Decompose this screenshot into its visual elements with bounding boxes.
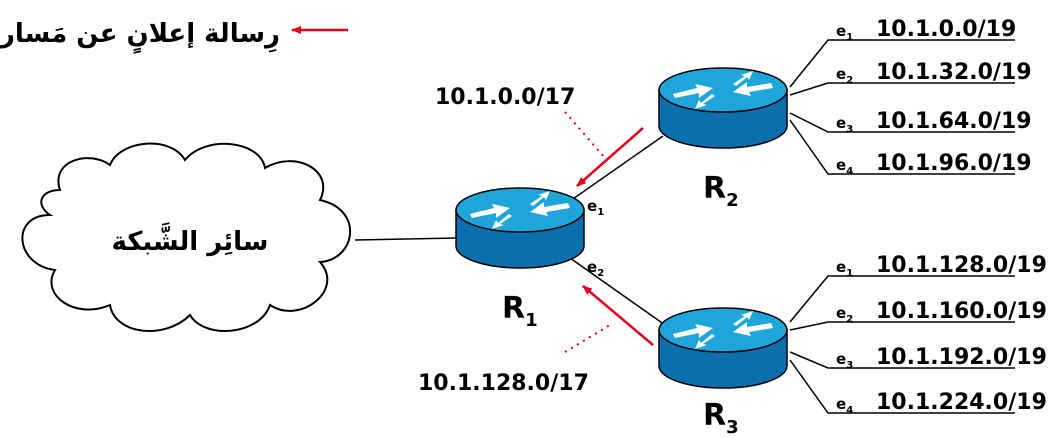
r3-network-lines (789, 275, 1015, 414)
advert-label-r3: 10.1.128.0/17 (418, 371, 589, 396)
r1-interface-e2: e2 (587, 258, 604, 279)
advert-label-r2: 10.1.0.0/17 (435, 85, 575, 110)
advert-arrow-r2 (576, 127, 644, 187)
r3-networks: e1 10.1.128.0/19 e2 10.1.160.0/19 e3 10.… (836, 253, 1047, 416)
router-r3-icon (658, 307, 788, 389)
link-r1-r3 (569, 257, 666, 326)
router-r3-label: R3 (703, 398, 739, 438)
legend-label: رِسالة إعلانٍ عن مَسار (0, 19, 280, 55)
advert-leader-r3 (564, 324, 611, 353)
advert-arrow-r3 (582, 285, 654, 346)
r2-net-prefix: 10.1.64.0/19 (876, 109, 1032, 134)
r3-net-prefix: 10.1.192.0/19 (876, 345, 1047, 370)
r2-net-prefix: 10.1.0.0/19 (876, 17, 1016, 42)
r2-net-prefix: 10.1.96.0/19 (876, 151, 1032, 176)
r2-network-lines (789, 39, 1015, 175)
network-cloud (21, 142, 351, 332)
r3-net-iface: e1 (836, 258, 853, 279)
link-r1-r2 (559, 135, 664, 209)
r2-net-prefix: 10.1.32.0/19 (876, 60, 1032, 85)
r2-net-iface: e1 (836, 22, 853, 43)
r3-net-iface: e4 (836, 395, 853, 416)
cloud-label: سائِر الشَّبكة (112, 222, 269, 257)
r1-interface-e1: e1 (587, 197, 604, 218)
router-r2-label: R2 (703, 171, 739, 211)
r2-networks: e1 10.1.0.0/19 e2 10.1.32.0/19 e3 10.1.6… (836, 17, 1032, 177)
router-r1-icon (455, 187, 585, 269)
router-r2-icon (658, 67, 788, 149)
link-cloud-r1 (354, 237, 458, 241)
advert-leader-r2 (564, 111, 606, 159)
r3-net-iface: e3 (836, 350, 853, 371)
router-r1-label: R1 (502, 291, 538, 331)
r3-net-prefix: 10.1.224.0/19 (876, 390, 1047, 415)
r2-net-iface: e3 (836, 114, 853, 135)
r2-net-iface: e4 (836, 156, 853, 177)
r3-net-prefix: 10.1.128.0/19 (876, 253, 1047, 278)
r3-net-iface: e2 (836, 304, 853, 325)
r2-net-iface: e2 (836, 65, 853, 86)
r3-net-prefix: 10.1.160.0/19 (876, 299, 1047, 324)
